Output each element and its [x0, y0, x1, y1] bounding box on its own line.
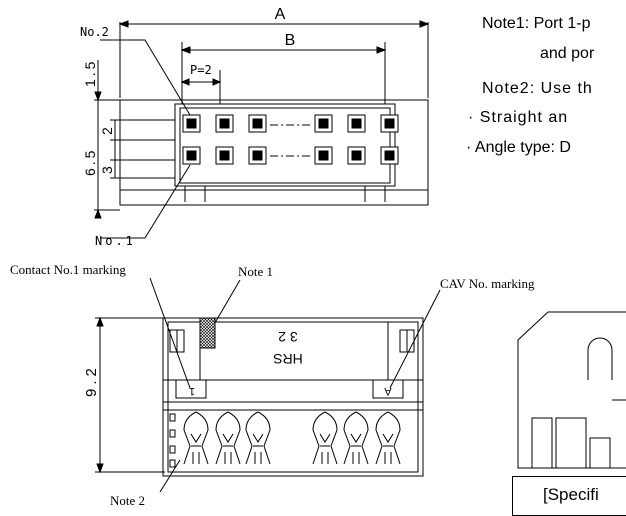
cav-mark-a: A	[384, 385, 392, 397]
height-dim-label: 9.2	[83, 364, 100, 397]
dim-2-label: 2	[99, 127, 115, 135]
dim-1-5-label: 1.5	[82, 59, 98, 87]
note1-line1: Note1: Port 1-p	[482, 15, 591, 32]
note1-line2: and por	[540, 45, 595, 62]
side-view	[517, 311, 626, 469]
top-view	[94, 20, 430, 239]
no1-label: No.1	[95, 234, 136, 248]
pin-row-bottom	[182, 146, 399, 165]
top-view-labels: A B P=2 No.2 No.1 1.5 6.5 2 3	[80, 6, 295, 248]
spec-box-text: [Specifi	[543, 485, 599, 504]
cav-mark-1: 1	[189, 385, 195, 397]
note1-callout: Note 1	[238, 264, 273, 279]
mold-text-2: HRS	[273, 351, 303, 367]
front-view-labels: Contact No.1 marking Note 1 CAV No. mark…	[10, 262, 535, 508]
contact-row	[169, 411, 401, 468]
contact-marking-label: Contact No.1 marking	[10, 262, 126, 277]
cav-marking-label: CAV No. marking	[440, 276, 535, 291]
mold-text-1: 3 2	[278, 329, 298, 345]
dim-6-5-label: 6.5	[82, 148, 98, 176]
dim-3-label: 3	[99, 166, 115, 174]
note2-callout: Note 2	[110, 493, 145, 508]
front-view	[95, 277, 441, 493]
note2-line3: · Angle type: D	[466, 139, 571, 156]
dim-a-label: A	[275, 6, 286, 23]
no2-label: No.2	[80, 25, 109, 39]
dim-b-label: B	[285, 32, 296, 49]
note2-line1: Note2: Use th	[482, 80, 593, 97]
pitch-label: P=2	[190, 63, 212, 77]
spec-box: [Specifi	[512, 476, 626, 516]
note1-hatch-area	[199, 317, 216, 349]
pin-row-top	[182, 114, 399, 133]
note2-line2: · Straight an	[468, 109, 569, 126]
